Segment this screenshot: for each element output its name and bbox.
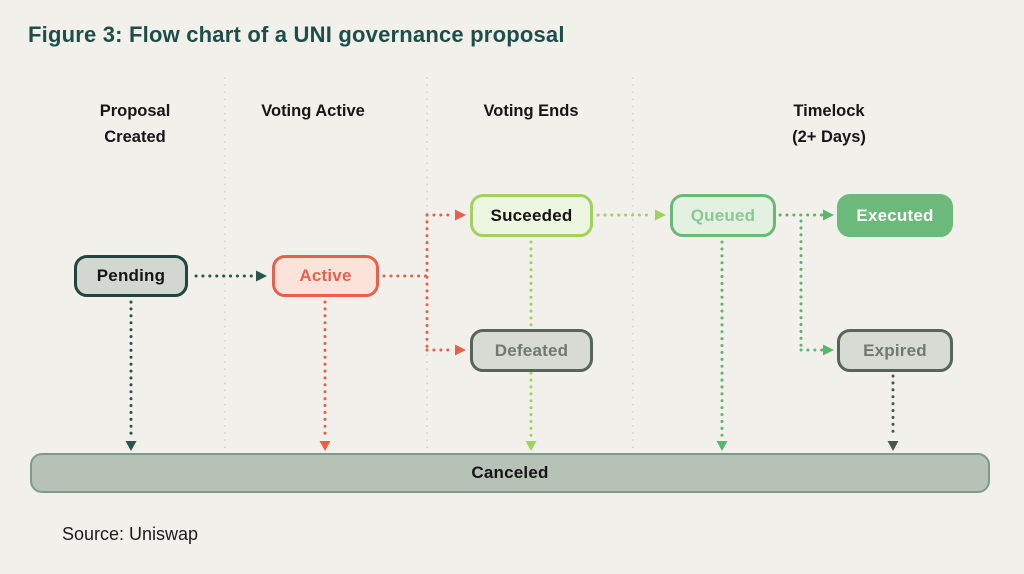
column-header-timelock: Timelock (2+ Days) <box>729 98 929 150</box>
column-header-proposal-created: Proposal Created <box>35 98 235 150</box>
arrowhead-succeeded-canceled <box>525 441 537 451</box>
column-header-line: Timelock <box>793 102 865 120</box>
arrowhead-active-canceled <box>319 441 331 451</box>
arrowhead-active-succeeded <box>455 209 466 221</box>
node-executed: Executed <box>837 194 953 237</box>
node-canceled: Canceled <box>30 453 990 493</box>
node-pending: Pending <box>74 255 188 297</box>
arrowhead-active-defeated <box>455 344 466 356</box>
column-header-line: Created <box>104 128 166 146</box>
arrowhead-queued-executed <box>823 209 834 221</box>
column-header-voting-ends: Voting Ends <box>431 98 631 124</box>
column-header-line: Voting Active <box>261 102 365 120</box>
arrowhead-pending-canceled <box>125 441 137 451</box>
arrowhead-queued-canceled <box>716 441 728 451</box>
node-expired: Expired <box>837 329 953 372</box>
column-header-line: Voting Ends <box>483 102 579 120</box>
arrowhead-expired-canceled <box>887 441 899 451</box>
node-queued: Queued <box>670 194 776 237</box>
column-header-line: (2+ Days) <box>792 128 866 146</box>
figure-title: Figure 3: Flow chart of a UNI governance… <box>28 22 565 47</box>
node-active: Active <box>272 255 379 297</box>
column-header-line: Proposal <box>99 102 171 120</box>
node-succeeded: Suceeded <box>470 194 593 237</box>
node-defeated: Defeated <box>470 329 593 372</box>
arrowhead-queued-expired <box>823 344 834 356</box>
source-caption: Source: Uniswap <box>62 524 199 544</box>
column-header-voting-active: Voting Active <box>213 98 413 124</box>
arrowhead-succeeded-queued <box>655 209 666 221</box>
arrowhead-pending-active <box>256 270 267 282</box>
